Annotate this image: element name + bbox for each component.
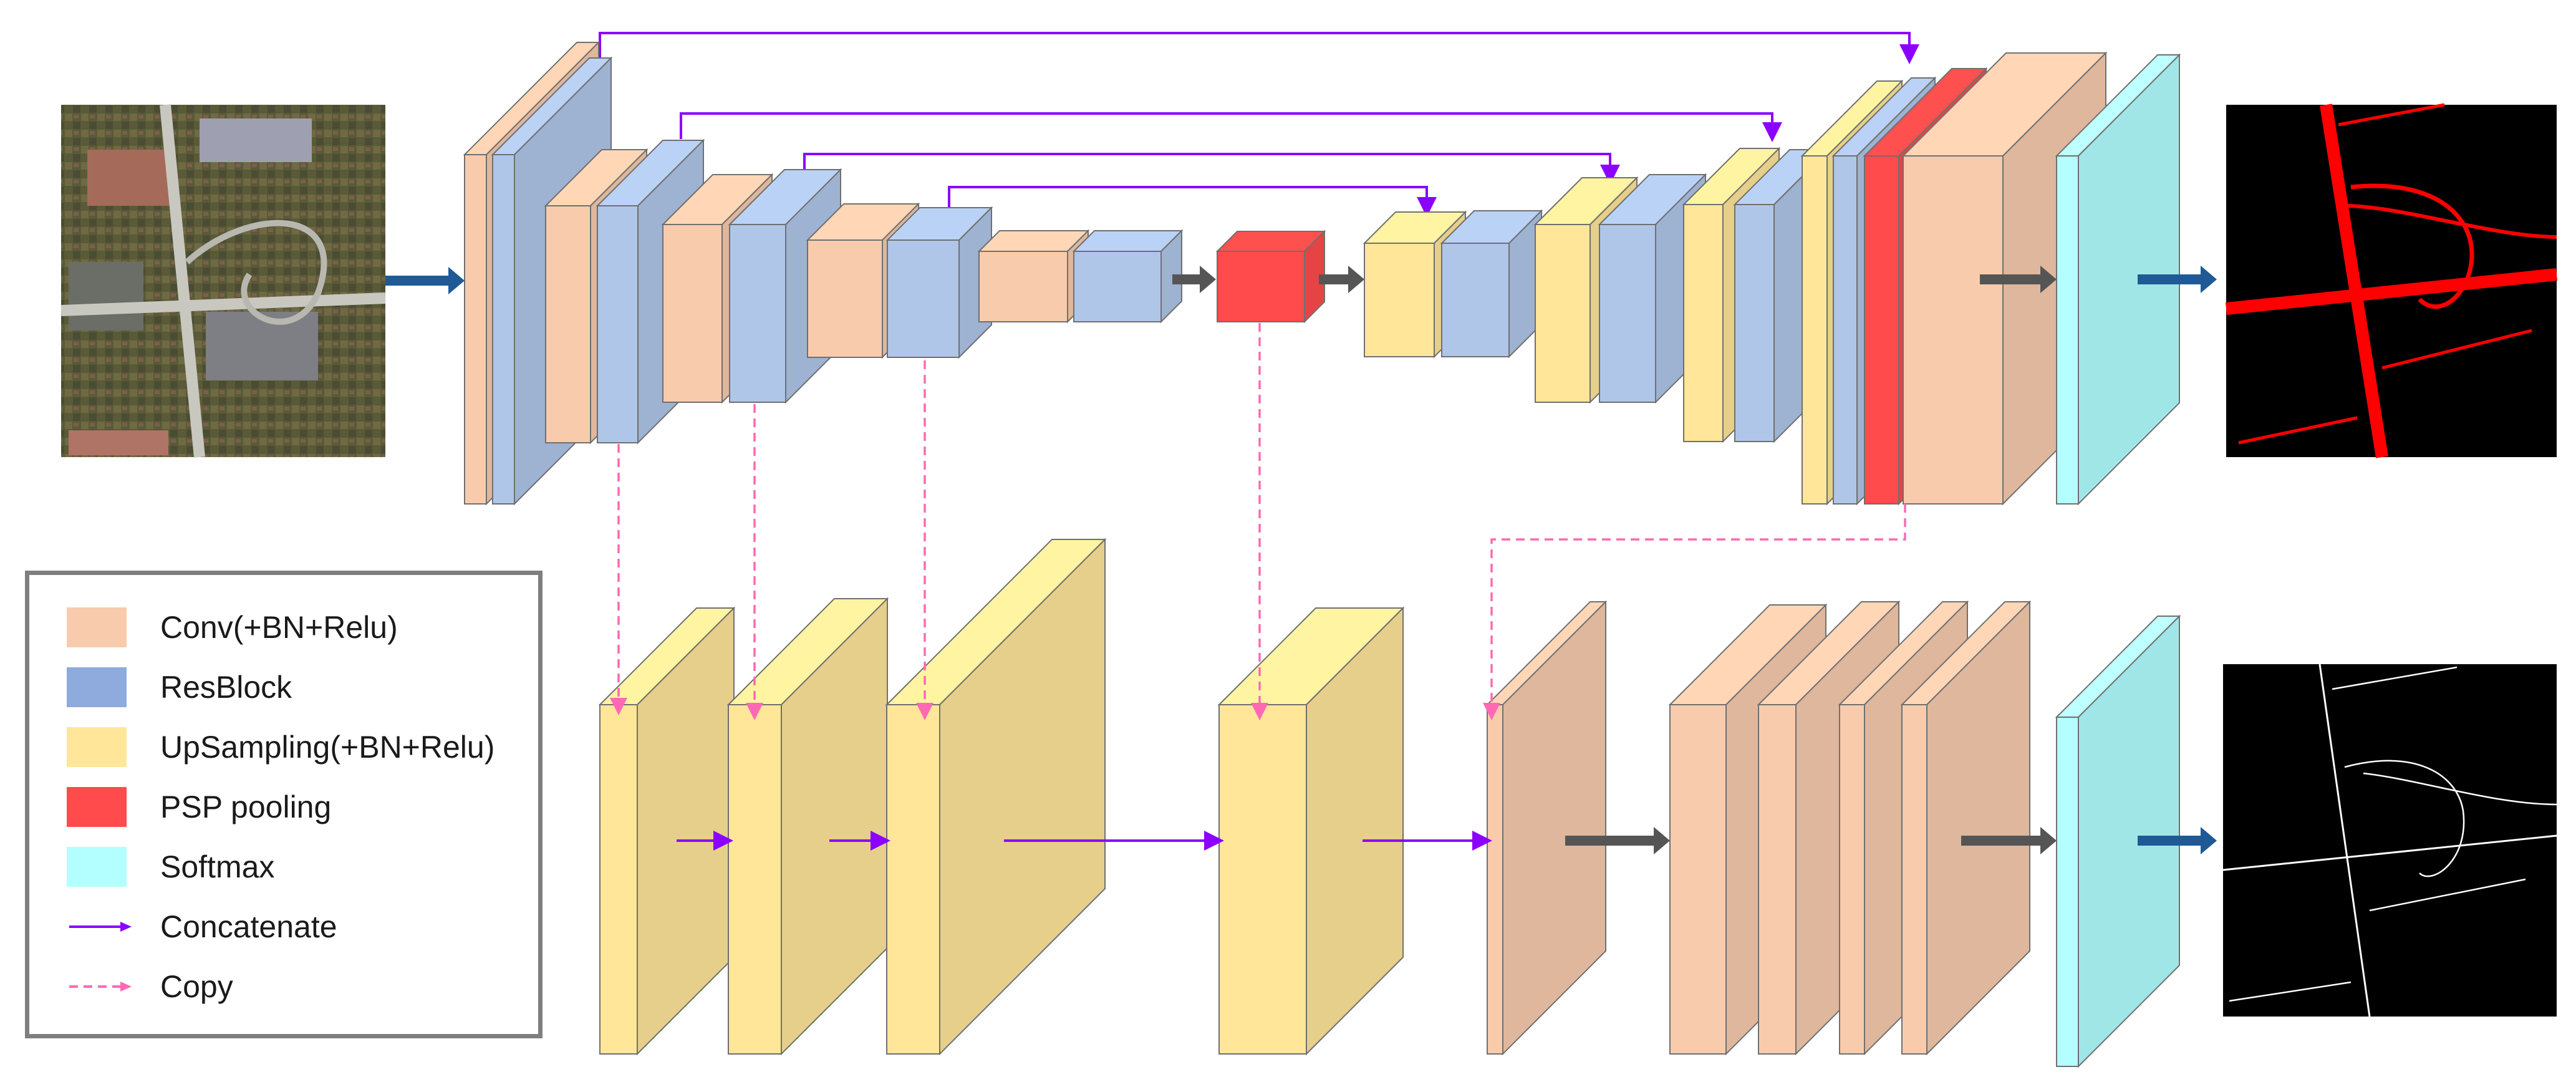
legend-row-upsampling-bn-relu: UpSampling(+BN+Relu) (67, 727, 541, 767)
copy-arrow-icon (69, 982, 132, 992)
flow-arrow-to-branch-conv (1565, 827, 1670, 854)
legend-swatch (67, 847, 127, 887)
legend-label: UpSampling(+BN+Relu) (160, 730, 495, 765)
flow-arrow-output-bottom (2138, 827, 2217, 854)
softmax-top (2055, 53, 2181, 506)
legend-row-conv-bn-relu: Conv(+BN+Relu) (67, 607, 541, 647)
legend-swatch (67, 787, 127, 827)
legend-swatch (67, 667, 127, 707)
output-road-mask-bottom (2222, 664, 2557, 1017)
encoder-resblock-5 (1072, 229, 1184, 324)
legend-row-concatenate: Concatenate (67, 907, 541, 944)
legend-label: Concatenate (160, 909, 337, 944)
flow-arrow-encoder-to-psp (1172, 266, 1216, 293)
skip-concatenate-3 (803, 153, 1620, 185)
legend-label: Conv(+BN+Relu) (160, 610, 398, 645)
legend-row-psp-pooling: PSP pooling (67, 787, 541, 827)
legend-label: Softmax (160, 849, 275, 884)
branch-conv-1 (1485, 600, 1608, 1056)
legend-row-resblock: ResBlock (67, 667, 541, 707)
copy-line-5 (1483, 504, 1906, 720)
skip-concatenate-2 (680, 112, 1782, 142)
flow-arrow-psp-to-decoder (1319, 266, 1364, 293)
branch-upsampling-4 (1217, 606, 1405, 1056)
legend-row-copy: Copy (67, 967, 541, 1004)
psp-pooling-block (1215, 229, 1326, 324)
decoder-resblock-1 (1440, 209, 1543, 359)
legend-label: PSP pooling (160, 790, 332, 824)
branch-upsampling-3 (885, 538, 1107, 1056)
encoder-conv-5 (977, 229, 1090, 324)
flow-arrow-input (385, 267, 465, 294)
skip-concatenate-4 (948, 186, 1437, 217)
legend-label: Copy (160, 969, 233, 1004)
encoder-resblock-4 (885, 206, 993, 359)
flow-arrow-output-top (2138, 266, 2217, 293)
legend-label: ResBlock (160, 670, 292, 705)
branch-upsampling-2 (726, 597, 889, 1056)
input-aerial-image (60, 104, 386, 458)
softmax-bottom (2055, 614, 2181, 1068)
legend-swatch (67, 727, 127, 767)
branch-upsampling-1 (598, 606, 736, 1056)
legend-row-softmax: Softmax (67, 847, 541, 887)
skip-concatenate-1 (599, 32, 1919, 64)
flow-arrow-to-softmax-top (1980, 266, 2057, 293)
concatenate-arrow-icon (69, 922, 132, 932)
legend-swatch (67, 607, 127, 647)
output-road-mask-top (2225, 103, 2558, 458)
flow-arrow-to-softmax-bottom (1961, 827, 2057, 854)
branch-conv-5 (1900, 600, 2032, 1056)
